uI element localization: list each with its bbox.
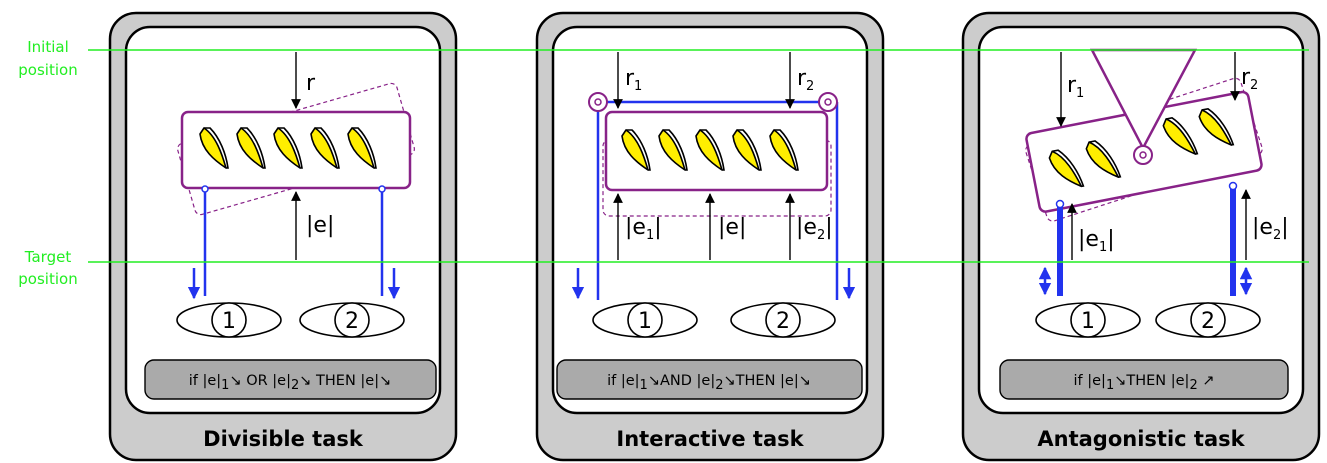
panel-title: Antagonistic task xyxy=(1037,427,1245,451)
agent-2-label: 2 xyxy=(1201,309,1215,334)
condition-box xyxy=(999,359,1289,400)
panel-title: Divisible task xyxy=(203,427,364,451)
force-label-2: r2 xyxy=(797,66,814,94)
error-label: |e| xyxy=(718,215,746,240)
condition-text: if |e|1↘ OR |e|2↘ THEN |e|↘ xyxy=(189,373,392,393)
pivot-2-center xyxy=(824,98,832,106)
agent-1-pupil xyxy=(627,302,663,338)
agent-2-label: 2 xyxy=(345,309,359,334)
joint-2 xyxy=(378,185,386,193)
agent-1-label: 1 xyxy=(222,309,236,334)
agent-1-label: 1 xyxy=(638,309,652,334)
force-label-1: r1 xyxy=(625,66,642,94)
force-label-1: r1 xyxy=(1067,73,1084,101)
initial-label-line2: position xyxy=(18,61,77,79)
panel-title: Interactive task xyxy=(616,427,804,451)
panel-interactive: r1 r2 |e1| |e| |e2| 1 2 if |e|1↘AND |e|2… xyxy=(535,11,885,462)
error-label-2: |e2| xyxy=(796,215,833,243)
error-label-1: |e1| xyxy=(625,215,662,243)
joint-2 xyxy=(1228,181,1238,191)
target-label-line2: position xyxy=(18,270,77,288)
joint-1 xyxy=(201,185,209,193)
condition-box xyxy=(144,359,437,400)
error-label-2: |e2| xyxy=(1252,215,1289,243)
target-label-line1: Target xyxy=(24,248,72,266)
error-label: |e| xyxy=(306,213,334,238)
panel-inner xyxy=(124,25,442,415)
pivot-1-center xyxy=(594,98,602,106)
joint-1 xyxy=(1055,199,1065,209)
agent-2-pupil xyxy=(765,302,801,338)
force-label-2: r2 xyxy=(1241,65,1258,93)
agent-2-label: 2 xyxy=(776,309,790,334)
agent-1-pupil xyxy=(1070,302,1106,338)
force-label: r xyxy=(306,71,316,96)
agent-2-pupil xyxy=(1190,302,1226,338)
condition-text: if |e|1↘AND |e|2↘THEN |e|↘ xyxy=(607,373,811,393)
error-label-1: |e1| xyxy=(1078,227,1115,255)
initial-label-line1: Initial xyxy=(27,38,69,56)
agent-1-pupil xyxy=(211,302,247,338)
agent-1-label: 1 xyxy=(1081,309,1095,334)
condition-text: if |e|1↘THEN |e|2 ↗ xyxy=(1074,373,1215,393)
agent-2-pupil xyxy=(334,302,370,338)
panel-antagonistic: r1 r2 |e1| |e2| 1 2 if |e|1↘THEN |e|2 ↗ … xyxy=(961,11,1321,462)
pivot-center xyxy=(1139,151,1147,159)
condition-box xyxy=(556,359,863,400)
panel-divisible: r |e| 1 2 if |e|1↘ OR |e|2↘ THEN |e|↘ Di… xyxy=(108,11,458,462)
